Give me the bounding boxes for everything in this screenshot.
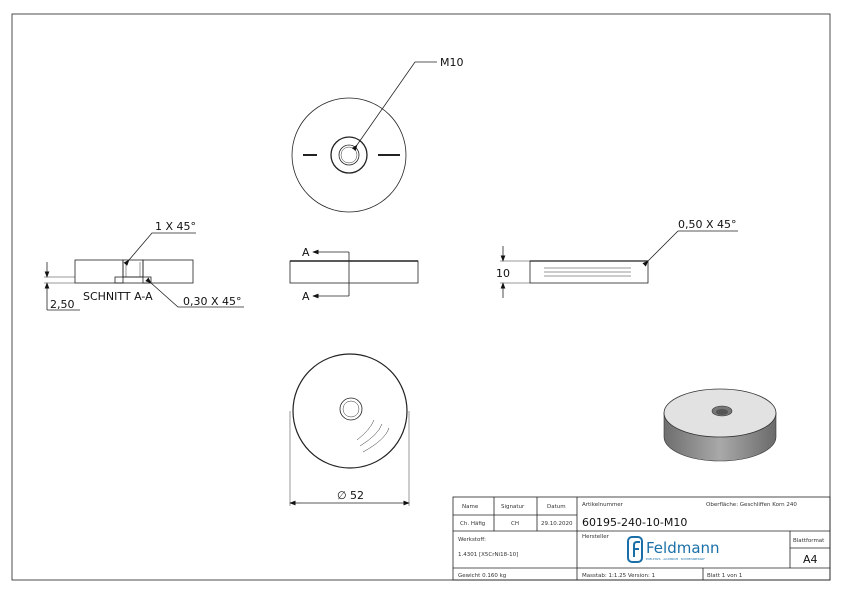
diameter-dimension: 52 xyxy=(350,489,364,502)
scale-version: Masstab: 1:1.25 Version: 1 xyxy=(582,573,655,579)
section-marker-top: A xyxy=(302,246,310,259)
chamfer-top-label: 1 X 45° xyxy=(155,220,196,233)
name-label: Name xyxy=(462,504,479,510)
format-label: Blattformat xyxy=(793,538,825,544)
side-view: A A xyxy=(289,246,419,303)
sheet-number: Blatt 1 von 1 xyxy=(707,573,742,579)
chamfer-edge-label: 0,50 X 45° xyxy=(678,218,737,231)
section-marker-bottom: A xyxy=(302,290,310,303)
date-label: Datum xyxy=(547,504,566,510)
feldmann-logo: Feldmann EDELSTAHL · ALUMINIUM · SCHWEIS… xyxy=(627,536,720,563)
material-label: Werkstoff: xyxy=(458,537,486,543)
title-block: Name Signatur Datum Ch. Häfig CH 29.10.2… xyxy=(452,496,831,581)
format-value: A4 xyxy=(803,553,818,566)
logo-text: Feldmann xyxy=(646,539,720,557)
isometric-view xyxy=(663,388,777,462)
section-view: 1 X 45° 0,30 X 45° SCHNITT A-A 2,50 xyxy=(44,220,244,311)
date-value: 29.10.2020 xyxy=(541,521,573,527)
section-label: SCHNITT A-A xyxy=(83,290,153,303)
logo-tagline: EDELSTAHL · ALUMINIUM · SCHWEISSBEDARF xyxy=(646,557,705,561)
name-value: Ch. Häfig xyxy=(460,521,485,527)
sheet-border xyxy=(11,13,831,581)
chamfer-bottom-label: 0,30 X 45° xyxy=(183,295,242,308)
manufacturer-label: Hersteller xyxy=(582,534,610,540)
top-view: M10 xyxy=(291,56,464,213)
weight: Gewicht 0.160 kg xyxy=(458,573,506,579)
bottom-view: ∅ 52 xyxy=(289,353,410,506)
article-number: 60195-240-10-M10 xyxy=(582,516,687,529)
article-label: Artikelnummer xyxy=(582,502,624,508)
signature-value: CH xyxy=(511,521,519,527)
thickness-dimension: 10 xyxy=(496,267,510,280)
thread-label: M10 xyxy=(440,56,464,69)
signature-label: Signatur xyxy=(501,504,525,510)
depth-dimension: 2,50 xyxy=(50,298,75,311)
diameter-symbol: ∅ xyxy=(337,489,347,502)
material-value: 1.4301 [X5CrNi18-10] xyxy=(458,552,518,558)
surface: Oberfläche: Geschliffen Korn 240 xyxy=(706,502,797,508)
right-view: 0,50 X 45° 10 xyxy=(496,218,738,298)
